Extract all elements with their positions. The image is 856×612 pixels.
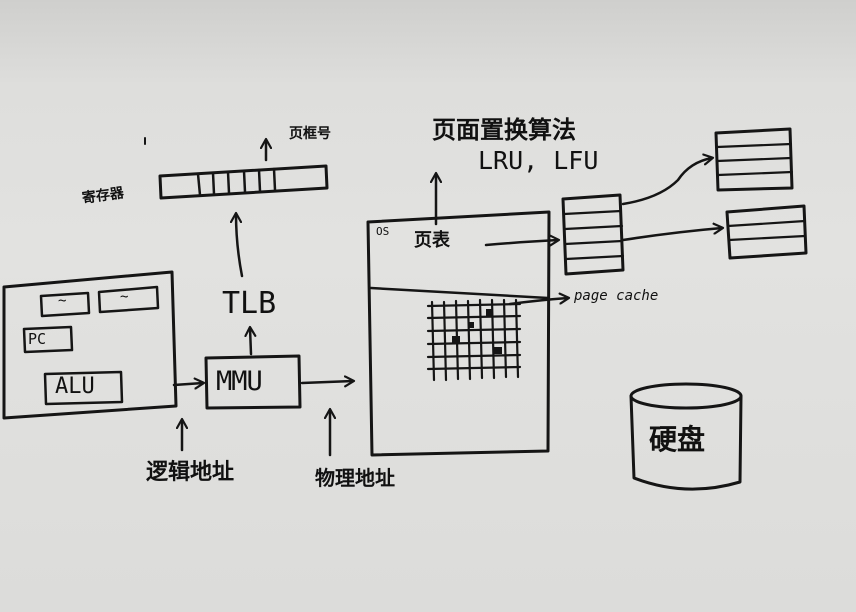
algorithms-label: LRU, LFU	[478, 146, 599, 175]
physical-address-label: 物理地址	[315, 466, 395, 490]
register-box-2	[97, 285, 160, 314]
stack-divider	[562, 209, 623, 216]
arrow-cpu-to-mmu	[172, 383, 203, 385]
register-small-label-1: ~	[58, 293, 67, 309]
register-cell-divider	[211, 171, 216, 196]
register-cell-divider	[226, 170, 231, 195]
register-cell-divider	[257, 168, 262, 193]
page-table-level2-a	[714, 127, 794, 192]
register-small-label-2: ~	[120, 289, 129, 305]
table-b-divider	[727, 234, 807, 242]
stack-divider	[563, 224, 624, 231]
table-a-divider	[715, 142, 793, 149]
arrow-tlb-to-register	[236, 214, 244, 278]
page-cache-label: page cache	[574, 288, 659, 304]
stack-divider	[563, 239, 624, 246]
page-frame-number-label: 页框号	[289, 126, 331, 142]
mmu-box	[204, 354, 302, 410]
os-divider	[369, 286, 550, 300]
arrow-page-table-to-stack	[484, 240, 558, 245]
arrow-stack-to-table-b	[621, 228, 722, 242]
arrow-mmu-to-tlb	[250, 328, 251, 356]
page-table-stack	[561, 193, 625, 276]
cpu-box	[2, 270, 178, 420]
os-label: OS	[376, 225, 390, 238]
register-cell-divider	[242, 169, 247, 194]
pc-box	[22, 325, 74, 354]
page-table-label: 页表	[414, 230, 450, 251]
arrow-stack-to-table-a	[621, 158, 712, 206]
register-cell-divider	[272, 167, 277, 192]
replacement-algorithm-label: 页面置换算法	[432, 116, 576, 144]
disk-label: 硬盘	[649, 423, 706, 456]
alu-label: ALU	[55, 374, 95, 399]
page-cache-grid	[426, 298, 522, 382]
stack-divider	[564, 254, 625, 261]
pc-label: PC	[28, 330, 47, 348]
table-a-divider	[716, 170, 794, 177]
disk-cylinder	[629, 382, 743, 491]
tlb-label: TLB	[222, 286, 277, 321]
register-box-1	[39, 291, 91, 318]
alu-box	[43, 370, 124, 406]
page-table-level2-b	[725, 204, 808, 260]
arrow-page-cache	[508, 298, 568, 306]
table-b-divider	[726, 219, 807, 228]
os-memory-box	[366, 210, 551, 457]
logical-address-label: 逻辑地址	[146, 460, 235, 485]
register-bar	[158, 164, 329, 200]
arrow-mmu-to-os	[300, 381, 353, 383]
table-a-divider	[715, 156, 793, 163]
mmu-label: MMU	[216, 366, 263, 397]
register-cell-divider	[196, 172, 202, 197]
